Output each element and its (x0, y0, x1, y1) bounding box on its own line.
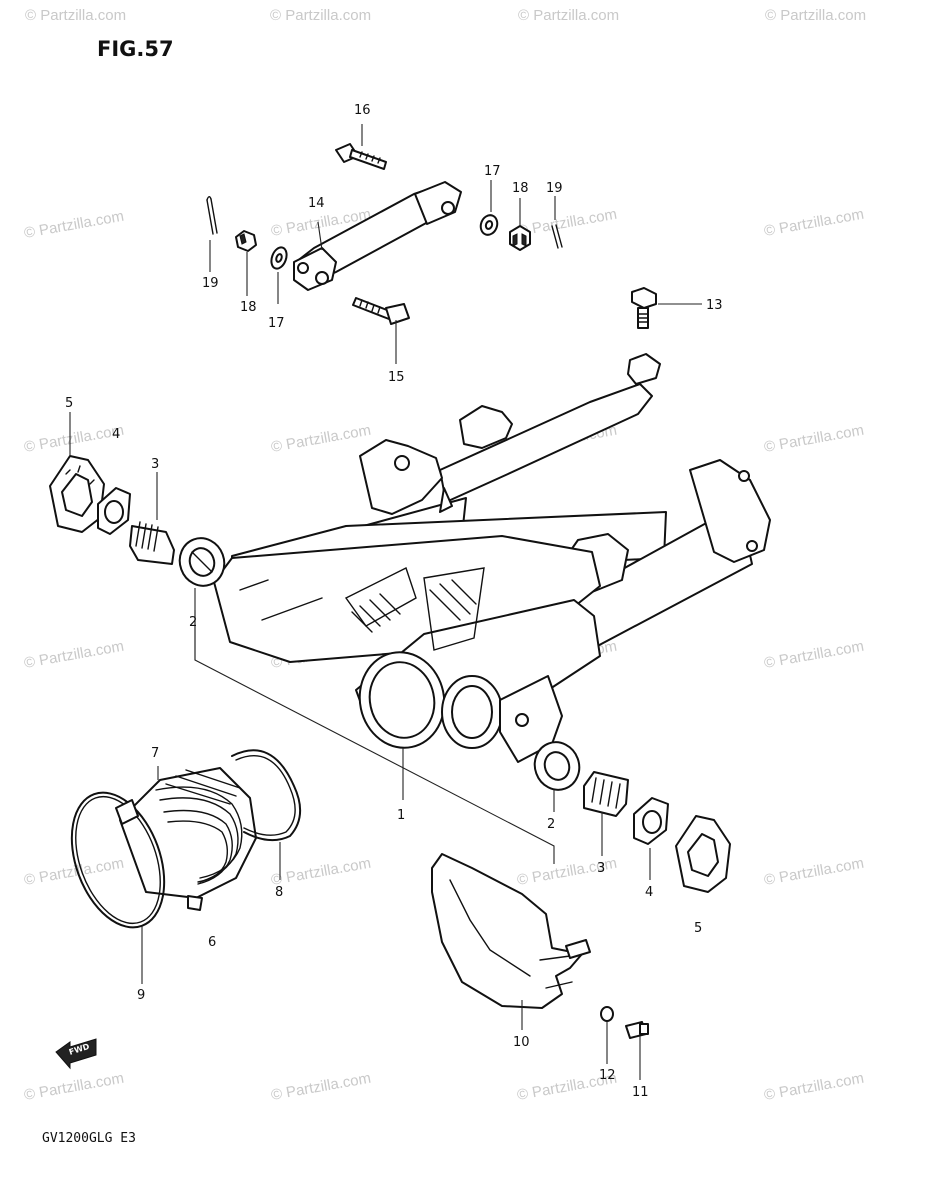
callout-2-right[interactable]: 2 (547, 817, 555, 832)
part-13-bolt[interactable] (631, 287, 657, 329)
callout-15[interactable]: 15 (388, 370, 405, 385)
part-10-cover[interactable] (431, 853, 591, 1009)
watermark: © Partzilla.com (763, 1070, 865, 1104)
watermark: © Partzilla.com (763, 422, 865, 456)
callout-4[interactable]: 4 (112, 427, 120, 442)
watermark: © Partzilla.com (763, 855, 865, 889)
part-4-lock-nut-right[interactable] (633, 797, 669, 845)
callout-16[interactable]: 16 (354, 103, 371, 118)
front-arrow-icon: FWD (55, 1038, 97, 1070)
callout-4-right[interactable]: 4 (645, 885, 653, 900)
callout-3-right[interactable]: 3 (597, 861, 605, 876)
callout-2[interactable]: 2 (189, 615, 197, 630)
part-19-cotter-pin[interactable] (206, 196, 218, 235)
callout-19[interactable]: 19 (546, 181, 563, 196)
watermark: © Partzilla.com (765, 7, 866, 24)
callout-18-left[interactable]: 18 (240, 300, 257, 315)
callout-1[interactable]: 1 (397, 808, 405, 823)
watermark: © Partzilla.com (23, 422, 125, 456)
callout-13[interactable]: 13 (706, 298, 723, 313)
part-1-swingarm[interactable] (213, 353, 771, 763)
callout-17[interactable]: 17 (484, 164, 501, 179)
part-15-bolt[interactable] (352, 297, 410, 325)
callout-7[interactable]: 7 (151, 746, 159, 761)
callout-12[interactable]: 12 (599, 1068, 616, 1083)
watermark: © Partzilla.com (23, 208, 125, 242)
callout-5-right[interactable]: 5 (694, 921, 702, 936)
part-11-bolt[interactable] (625, 1021, 649, 1039)
watermark: © Partzilla.com (270, 422, 372, 456)
part-18-castle-nut-right[interactable] (509, 225, 531, 251)
leader-lines (69, 124, 702, 1080)
part-3-pivot-shaft-right[interactable] (583, 771, 629, 817)
figure-title: FIG.57 (97, 37, 174, 61)
part-2-bearing-right[interactable] (528, 736, 586, 796)
callout-8[interactable]: 8 (275, 885, 283, 900)
part-14-torque-link[interactable] (293, 181, 462, 291)
watermark: © Partzilla.com (270, 1070, 372, 1104)
part-16-bolt[interactable] (335, 143, 387, 170)
watermark: © Partzilla.com (25, 7, 126, 24)
callout-5[interactable]: 5 (65, 396, 73, 411)
watermark: © Partzilla.com (23, 1070, 125, 1104)
watermark: © Partzilla.com (270, 7, 371, 24)
callout-10[interactable]: 10 (513, 1035, 530, 1050)
watermark: © Partzilla.com (518, 7, 619, 24)
callout-14[interactable]: 14 (308, 196, 325, 211)
callout-3[interactable]: 3 (151, 457, 159, 472)
part-17-washer-right[interactable] (478, 213, 500, 237)
watermark: © Partzilla.com (270, 855, 372, 889)
callout-9[interactable]: 9 (137, 988, 145, 1003)
callout-6[interactable]: 6 (208, 935, 216, 950)
callout-labels: 16 14 17 18 19 19 18 17 13 15 5 4 3 2 1 … (65, 103, 723, 1100)
part-8-o-ring[interactable] (231, 749, 301, 842)
part-18-castle-nut[interactable] (235, 230, 257, 252)
part-3-pivot-shaft[interactable] (129, 521, 175, 565)
callout-11[interactable]: 11 (632, 1085, 649, 1100)
watermark: © Partzilla.com (763, 638, 865, 672)
part-9-clamp[interactable] (55, 780, 182, 940)
part-6-boot[interactable] (119, 767, 257, 911)
model-code: GV1200GLG E3 (42, 1131, 136, 1146)
watermark: © Partzilla.com (23, 638, 125, 672)
part-17-washer[interactable] (269, 245, 290, 270)
part-2-bearing[interactable] (173, 532, 231, 592)
part-5-cap-right[interactable] (675, 815, 731, 893)
callout-19-left[interactable]: 19 (202, 276, 219, 291)
callout-17-left[interactable]: 17 (268, 316, 285, 331)
part-12-washer[interactable] (600, 1006, 614, 1022)
callout-18[interactable]: 18 (512, 181, 529, 196)
watermark: © Partzilla.com (763, 206, 865, 240)
part-19-cotter-pin-right[interactable] (551, 224, 563, 249)
part-4-lock-nut[interactable] (97, 487, 131, 535)
watermark: © Partzilla.com (516, 206, 618, 240)
part-5-cap[interactable] (49, 455, 105, 533)
